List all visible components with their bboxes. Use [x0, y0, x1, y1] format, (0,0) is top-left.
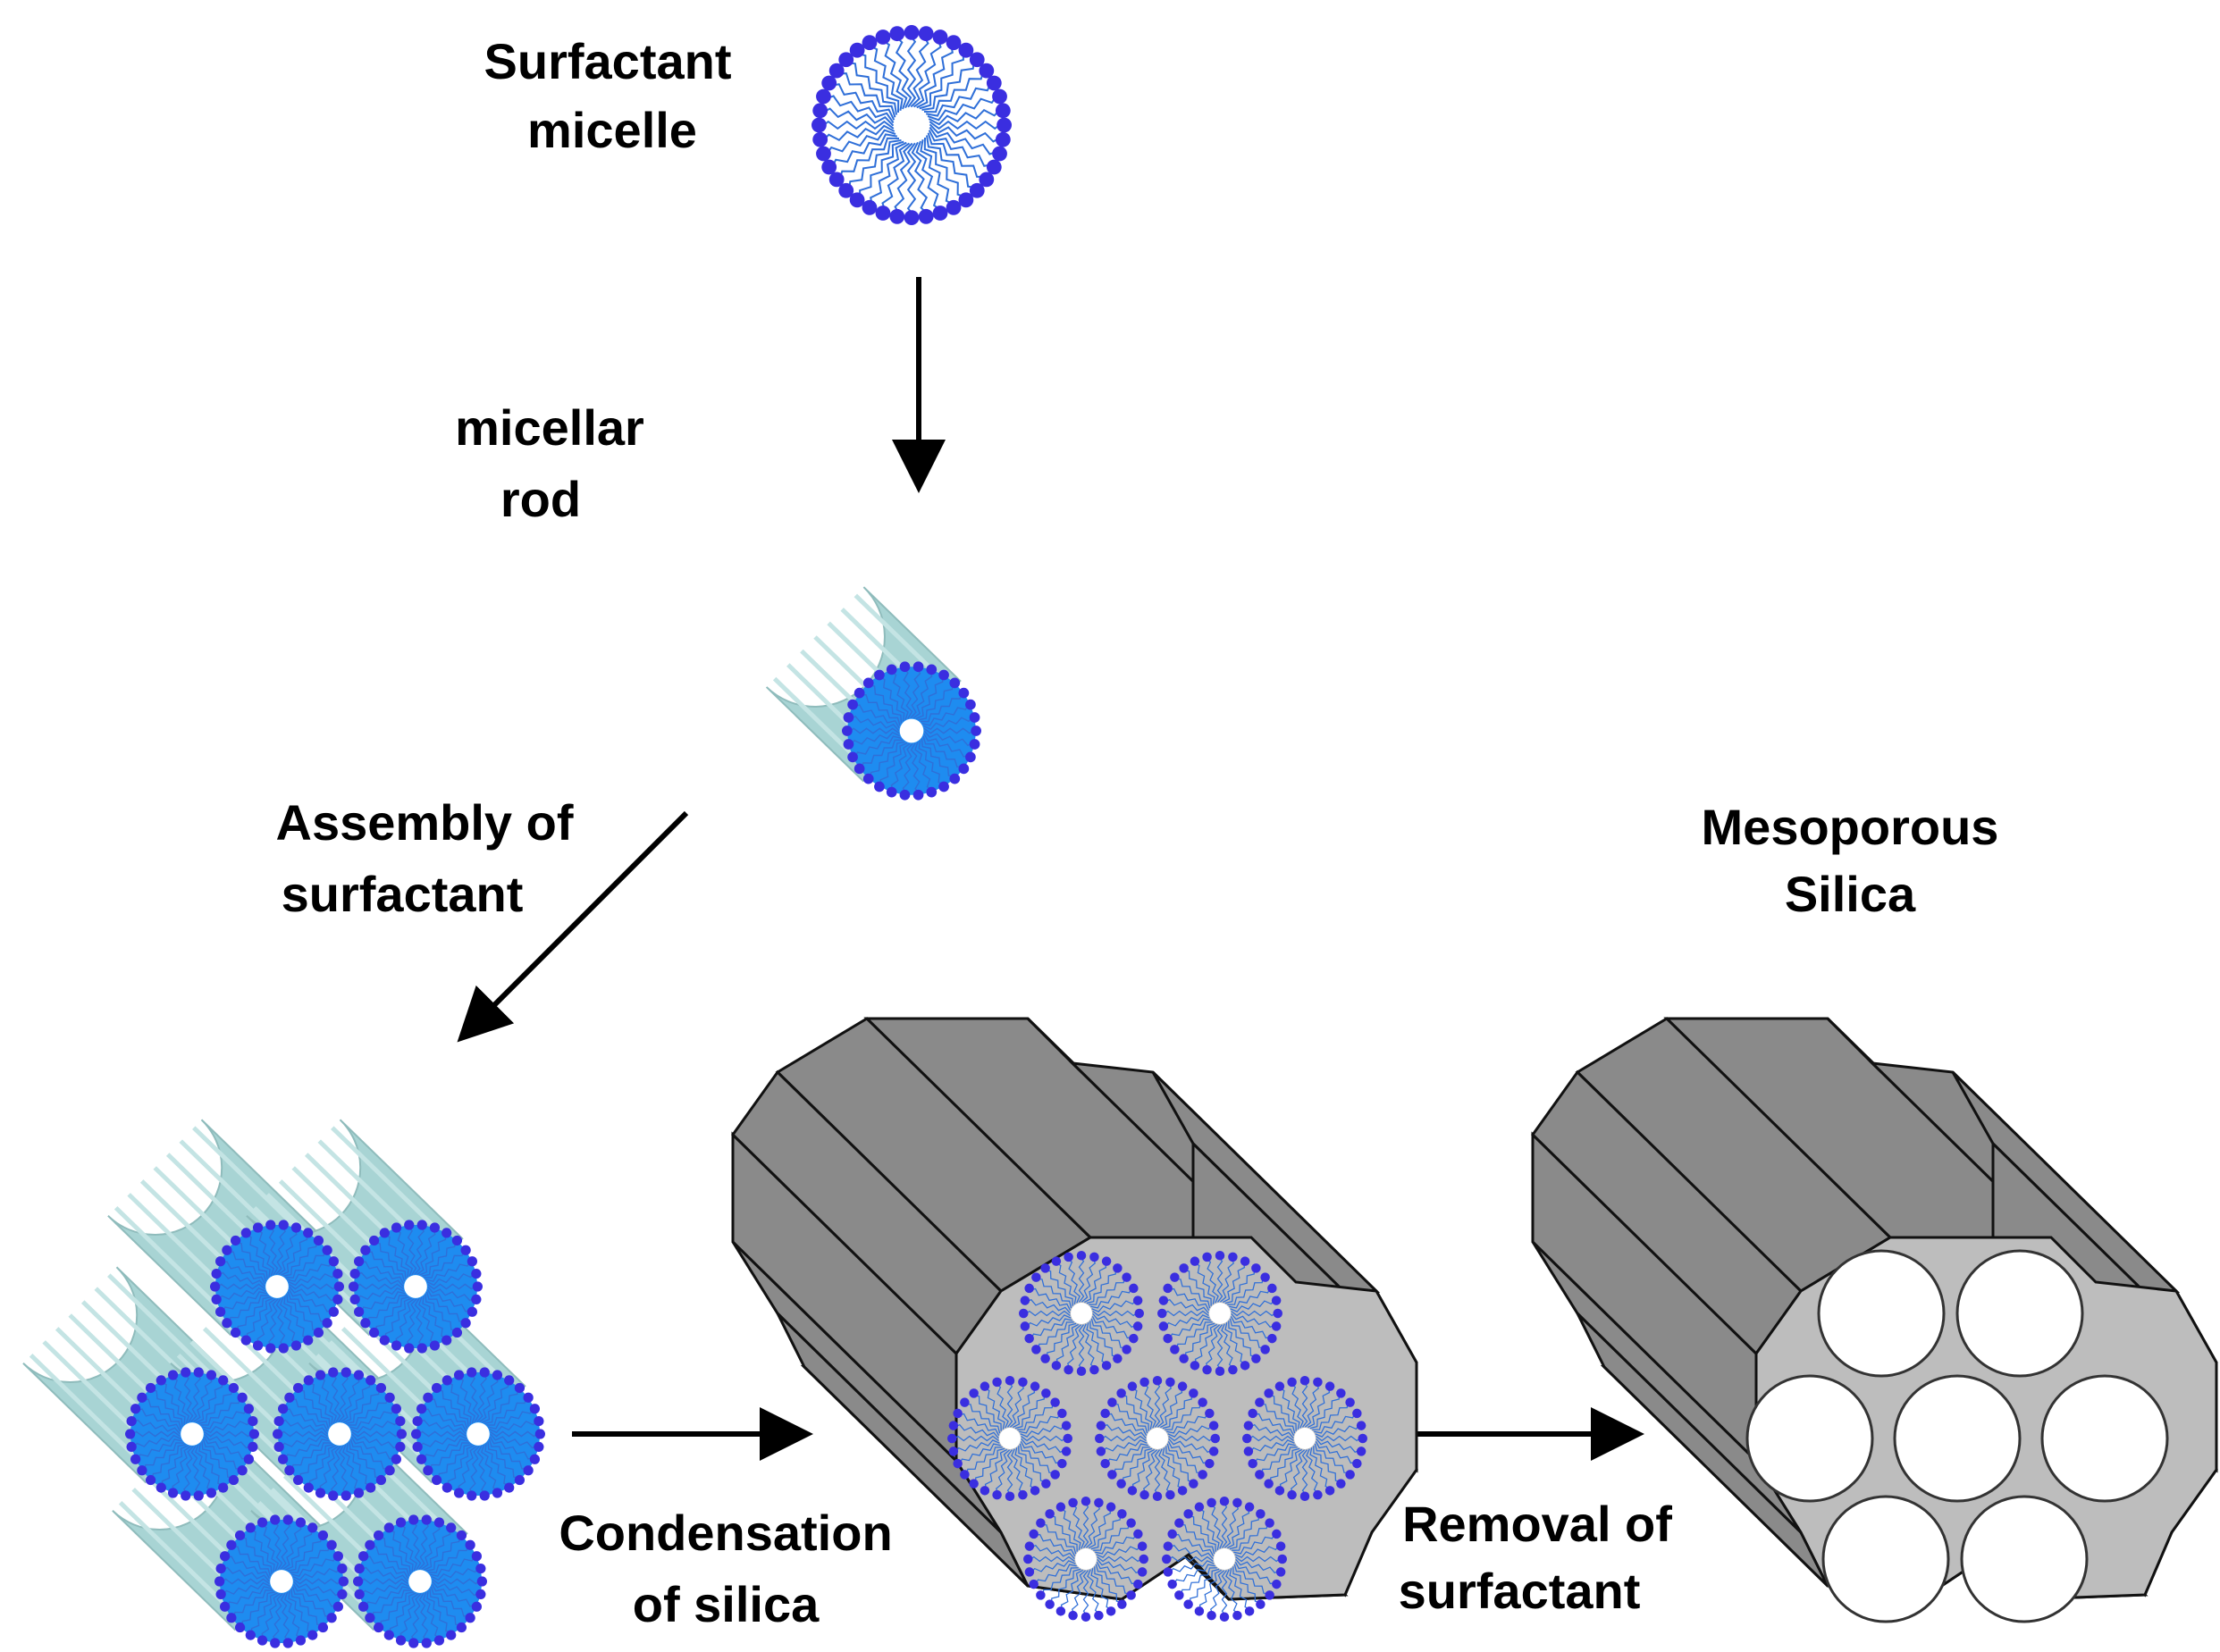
- label-condensation-1: Condensation: [559, 1505, 892, 1561]
- micelle-cross-section: [411, 1367, 545, 1501]
- micelle-cross-section: [1242, 1376, 1367, 1501]
- arrow-rod-to-assembly: [457, 810, 689, 1043]
- silica-with-surfactant: [731, 1017, 1418, 1622]
- micelle-cross-section: [353, 1514, 487, 1648]
- surfactant-micelle: [811, 25, 1012, 226]
- micelle-cross-section: [1023, 1497, 1148, 1622]
- micelle-cross-section: [125, 1367, 259, 1501]
- micelle-cross-section: [842, 661, 981, 801]
- label-mesoporous-2: Silica: [1785, 866, 1916, 922]
- label-micellar-rod-2: rod: [500, 471, 581, 527]
- micelle-cross-section: [947, 1376, 1072, 1501]
- micelle-cross-section: [273, 1367, 407, 1501]
- mesoporous-silica: [1531, 1017, 2218, 1623]
- pore: [1960, 1495, 2089, 1623]
- label-assembly-1: Assembly of: [276, 794, 574, 851]
- label-micellar-rod-1: micellar: [455, 399, 644, 456]
- micellar-rod: [765, 586, 981, 801]
- label-removal-2: surfactant: [1399, 1563, 1641, 1619]
- micelle-cross-section: [1157, 1251, 1282, 1376]
- label-removal-1: Removal of: [1402, 1496, 1672, 1552]
- label-surfactant-micelle-2: micelle: [527, 102, 697, 158]
- silica-front-face: [954, 1236, 1418, 1601]
- pore: [1821, 1495, 1950, 1623]
- micelle-cross-section: [349, 1220, 483, 1354]
- micelle-cross-section: [811, 25, 1012, 226]
- pore: [1745, 1374, 1874, 1503]
- pore: [1893, 1374, 2022, 1503]
- pore: [1955, 1249, 2084, 1378]
- label-condensation-2: of silica: [633, 1576, 820, 1632]
- pore: [2040, 1374, 2169, 1503]
- micelle-cross-section: [1162, 1497, 1287, 1622]
- label-mesoporous-1: Mesoporous: [1702, 799, 1999, 855]
- micelle-cross-section: [1019, 1251, 1144, 1376]
- label-assembly-2: surfactant: [282, 866, 524, 922]
- micelle-cross-section: [1095, 1376, 1220, 1501]
- rod-assembly: [22, 1119, 545, 1648]
- micelle-cross-section: [210, 1220, 344, 1354]
- label-surfactant-micelle-1: Surfactant: [484, 33, 732, 89]
- pore: [1817, 1249, 1946, 1378]
- micelle-cross-section: [214, 1514, 349, 1648]
